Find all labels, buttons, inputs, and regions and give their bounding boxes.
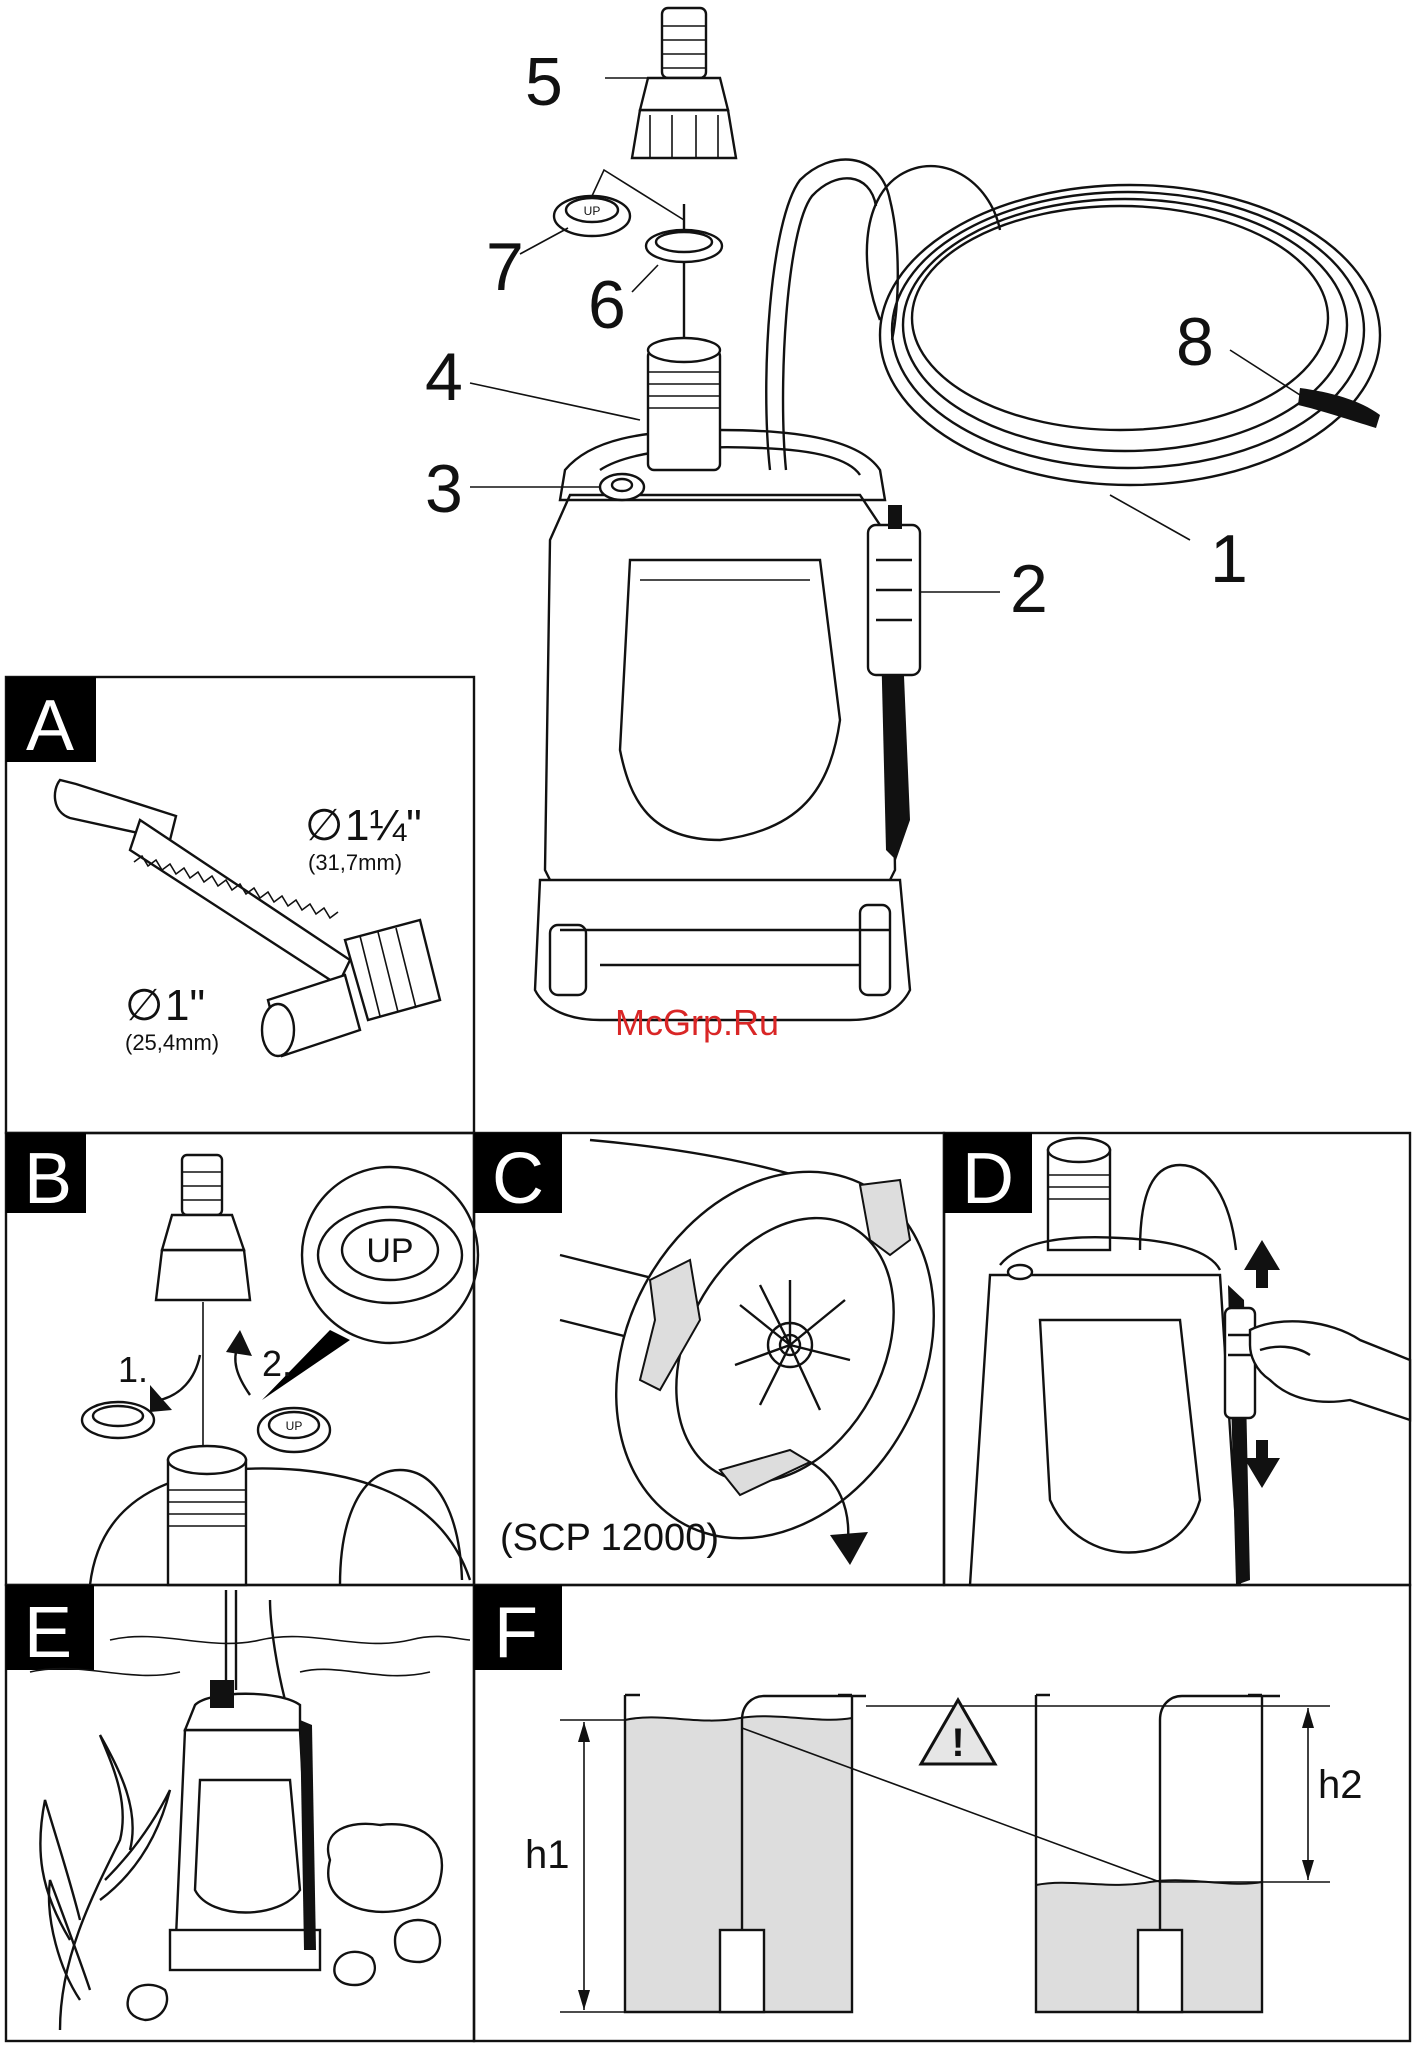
hose-clip (1298, 388, 1380, 428)
pump-exploded-view: UP 5 6 7 4 3 2 8 1 McG (425, 8, 1380, 1043)
callout-6: 6 (588, 267, 626, 343)
callout-8: 8 (1176, 304, 1214, 380)
callout-2: 2 (1010, 551, 1048, 627)
up-label-small: UP (286, 1419, 303, 1433)
gasket-ring (646, 204, 722, 262)
warning-mark: ! (951, 1721, 964, 1765)
h1-label: h1 (525, 1833, 570, 1877)
model-note: (SCP 12000) (500, 1517, 719, 1559)
watermark: McGrp.Ru (615, 1002, 779, 1043)
h2-label: h2 (1318, 1763, 1363, 1807)
diameter-small-mm: (25,4mm) (125, 1030, 219, 1055)
pump-body (535, 430, 910, 1020)
hose-connector-b (156, 1155, 250, 1460)
handle-screw (600, 474, 644, 500)
step1-label: 1. (118, 1349, 148, 1390)
callout-3: 3 (425, 451, 463, 527)
h1-dimension: h1 (525, 1722, 590, 2010)
callout-1: 1 (1210, 521, 1248, 597)
panel-a: A ∅ 1¼" (31,7mm) ∅ 1" (25,4mm) (6, 677, 474, 1133)
h2-dimension: h2 (1302, 1708, 1363, 1880)
up-ring-label: UP (584, 204, 601, 218)
panel-f: F h1 (474, 1585, 1410, 2041)
arrow-up-icon (1244, 1240, 1280, 1288)
panel-b-letter: B (24, 1139, 72, 1219)
diameter-symbol-small: ∅ (125, 981, 163, 1030)
tank-right (1036, 1695, 1280, 2012)
up-ring: UP (554, 170, 684, 236)
diameter-large-mm: (31,7mm) (308, 850, 402, 875)
up-ring-magnified: UP (262, 1167, 478, 1400)
pump-top-b (90, 1446, 470, 1585)
panel-b: B UP UP 1. 2. (6, 1133, 478, 1585)
water-surface (110, 1636, 470, 1643)
callout-7: 7 (486, 229, 524, 305)
diameter-small: 1" (165, 981, 205, 1030)
float-switch-d (1225, 1308, 1255, 1418)
gaskets-b: UP (82, 1402, 330, 1452)
hose-connector (632, 8, 736, 158)
up-label-big: UP (366, 1232, 413, 1270)
panel-e: E (6, 1585, 474, 2041)
tank-left (625, 1695, 866, 2012)
hand-icon (1250, 1321, 1410, 1420)
step2-label: 2. (262, 1343, 292, 1384)
panel-e-letter: E (24, 1593, 72, 1673)
pump-submerged (170, 1590, 320, 1970)
panel-a-letter: A (26, 686, 74, 766)
warning-icon: ! (921, 1700, 995, 1765)
hose-coil (867, 166, 1380, 485)
panel-f-letter: F (494, 1593, 538, 1673)
panel-d-letter: D (962, 1139, 1014, 1219)
diameter-symbol-large: ∅ (305, 801, 343, 850)
panel-c: C (SCP 12000) (474, 1116, 996, 1594)
panel-c-letter: C (492, 1139, 544, 1219)
callout-4: 4 (425, 339, 463, 415)
panel-d: D (944, 1133, 1410, 1585)
callout-5: 5 (525, 44, 563, 120)
arrow-step1 (160, 1355, 200, 1400)
float-switch (868, 505, 920, 675)
pump-outlet (648, 238, 720, 470)
diameter-large: 1¼" (345, 801, 422, 850)
arrow-down-icon (1244, 1440, 1280, 1488)
